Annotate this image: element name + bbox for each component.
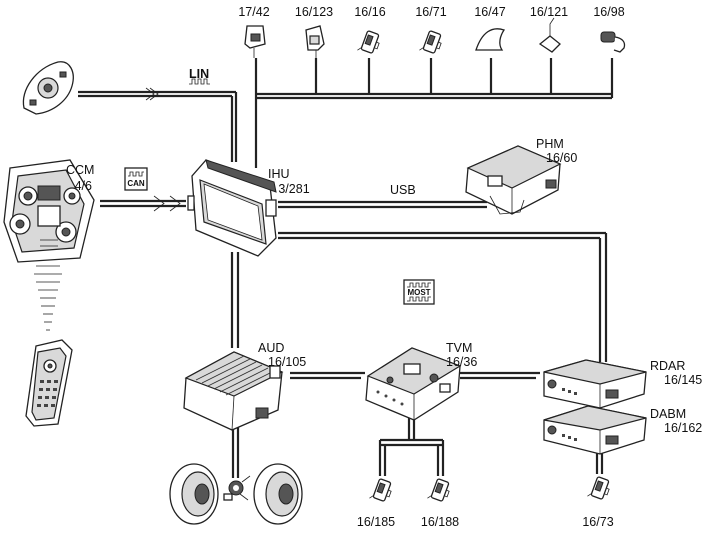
bottom-node-label: 16/185 [357,515,395,529]
ccm-climate-control-module [3,159,95,263]
tvm-name: TVM [446,341,472,355]
ccm-name: CCM [66,163,94,177]
aud-name: AUD [258,341,284,355]
top-node-label: 16/121 [530,5,568,19]
switch-module-icon [305,25,325,58]
tvm-id: 16/36 [446,355,477,369]
steering-wheel-buttons-icon [22,61,74,115]
remote-control-icon [25,339,73,427]
tvm-tv-module [365,347,462,421]
most-label: MOST [407,288,430,297]
connector-module-icon [356,28,383,58]
shark-fin-antenna-icon [475,28,506,51]
rdar-name: RDAR [650,359,685,373]
connector-module-icon [368,476,395,506]
dabm-digital-radio-module [543,405,647,455]
most-signal-symbol: MOST [403,279,435,305]
cable-plug-icon [600,31,626,53]
phm-name: PHM [536,137,564,151]
can-label: CAN [127,179,145,188]
bus-lines [78,58,614,478]
phm-phone-module [465,145,562,215]
top-node-label: 16/123 [295,5,333,19]
lin-label: LIN [189,67,209,81]
top-node-label: 16/71 [415,5,446,19]
phm-id: 16/60 [546,151,577,165]
rdar-radio-module [543,359,647,409]
connector-module-icon [426,476,453,506]
top-node-label: 16/16 [354,5,385,19]
ihu-id: 3/281 [278,182,309,196]
connector-module-icon [586,474,613,504]
aud-audio-amplifier [183,351,284,431]
ihu-name: IHU [268,167,290,181]
ihu-infotainment-head-unit [187,159,277,257]
rdar-id: 16/145 [664,373,702,387]
tweeter-icon [223,475,251,501]
lin-signal-symbol: LIN [189,67,210,85]
gear-selector-icon [244,25,266,58]
aud-id: 16/105 [268,355,306,369]
bottom-node-label: 16/73 [582,515,613,529]
ccm-id: 4/6 [75,179,92,193]
dabm-id: 16/162 [664,421,702,435]
top-node-label: 16/98 [593,5,624,19]
can-signal-symbol: CAN [124,167,148,191]
connector-module-icon [418,28,445,58]
infrared-waves [34,265,62,331]
bottom-node-label: 16/188 [421,515,459,529]
top-node-label: 17/42 [238,5,269,19]
antenna-amplifier-icon [538,17,561,53]
speaker-icon [169,463,219,525]
speaker-icon [253,463,303,525]
usb-label: USB [390,183,416,197]
dabm-name: DABM [650,407,686,421]
top-node-label: 16/47 [474,5,505,19]
